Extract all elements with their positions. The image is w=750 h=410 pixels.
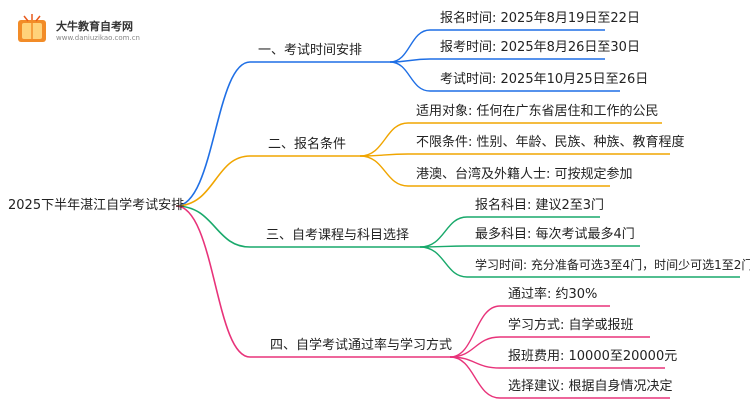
section-title-1: 一、考试时间安排 — [258, 43, 363, 58]
connector-root-sec1 — [175, 61, 390, 207]
connector-sec2-leaf1 — [359, 122, 662, 157]
leaf-sec4-3: 报班费用: 10000至20000元 — [508, 349, 678, 364]
connector-sec4-leaf4 — [449, 356, 670, 399]
leaf-sec2-1: 适用对象: 任何在广东省居住和工作的公民 — [416, 104, 659, 119]
leaf-sec3-1: 报名科目: 建议2至3门 — [475, 198, 605, 213]
connector-sec1-leaf3 — [389, 61, 620, 92]
leaf-sec4-2: 学习方式: 自学或报班 — [508, 318, 634, 333]
connector-sec1-leaf1 — [389, 29, 605, 63]
leaf-sec1-1: 报名时间: 2025年8月19日至22日 — [440, 11, 640, 26]
mindmap-root: 2025下半年湛江自学考试安排 — [8, 198, 185, 213]
book-logo-icon — [18, 14, 46, 42]
connector-sec2-leaf2 — [359, 153, 670, 157]
site-logo[interactable] — [14, 12, 164, 52]
logo-name: 大牛教育自考网 — [56, 20, 133, 33]
leaf-sec1-2: 报考时间: 2025年8月26日至30日 — [440, 40, 640, 55]
section-title-2: 二、报名条件 — [268, 137, 347, 152]
connector-sec4-leaf3 — [449, 356, 665, 369]
connector-sec4-leaf2 — [449, 336, 650, 358]
leaf-sec2-2: 不限条件: 性别、年龄、民族、种族、教育程度 — [416, 135, 685, 150]
section-title-3: 三、自考课程与科目选择 — [266, 228, 410, 243]
connector-sec3-leaf2 — [419, 245, 640, 248]
logo-url: www.daniuzikao.com.cn — [56, 34, 140, 42]
connector-sec1-leaf2 — [389, 58, 605, 63]
connector-root-sec3 — [175, 205, 420, 248]
leaf-sec4-4: 选择建议: 根据自身情况决定 — [508, 379, 673, 394]
leaf-sec1-3: 考试时间: 2025年10月25日至26日 — [440, 72, 649, 87]
connector-sec3-leaf3 — [419, 246, 740, 278]
leaf-sec3-3: 学习时间: 充分准备可选3至4门，时间少可选1至2门 — [475, 258, 750, 272]
connector-sec3-leaf1 — [419, 216, 600, 248]
section-title-4: 四、自学考试通过率与学习方式 — [270, 338, 453, 353]
leaf-sec4-1: 通过率: 约30% — [508, 287, 598, 302]
connector-sec2-leaf3 — [359, 155, 610, 187]
leaf-sec2-3: 港澳、台湾及外籍人士: 可按规定参加 — [416, 167, 633, 182]
connector-root-sec2 — [175, 155, 360, 207]
leaf-sec3-2: 最多科目: 每次考试最多4门 — [475, 227, 635, 242]
connector-root-sec4 — [175, 205, 450, 358]
connector-sec4-leaf1 — [449, 305, 610, 358]
